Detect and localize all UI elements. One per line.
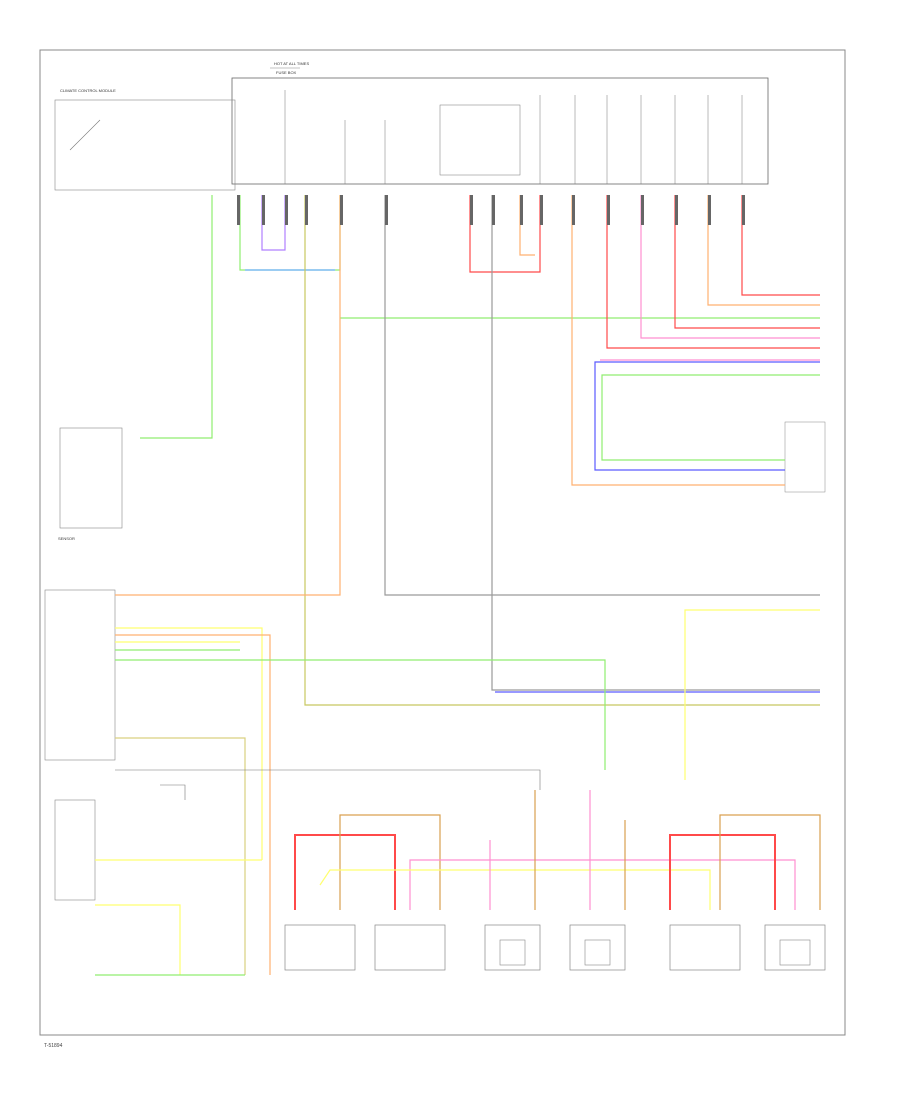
wire-tan-m2 — [719, 814, 821, 910]
wire-green-1 — [140, 195, 213, 439]
wire-red-loop — [469, 195, 541, 273]
diagram-frame — [39, 49, 846, 1036]
wire-green-3 — [115, 659, 606, 770]
wire-yellow-bottom2 — [95, 904, 181, 975]
wire-red-m1 — [294, 834, 396, 910]
wire-yellow-right — [684, 609, 820, 780]
wire-red-right-3 — [674, 195, 820, 329]
sensor-block: SENSOR — [58, 427, 123, 541]
svg-text:CLIMATE CONTROL MODULE: CLIMATE CONTROL MODULE — [60, 88, 116, 93]
wire-red-m2 — [669, 834, 776, 910]
wire-red-right-2 — [707, 195, 820, 306]
wire-tan-1 — [115, 737, 246, 975]
hot-label: HOT AT ALL TIMES — [274, 61, 309, 66]
wire-red-right-1 — [741, 195, 820, 296]
wire-gray-1 — [384, 195, 820, 596]
fuse-box: HOT AT ALL TIMES FUSE BOX — [231, 61, 769, 185]
wire-red-right-5 — [606, 195, 820, 349]
wire-green-right — [601, 374, 820, 461]
footer-code: T-51894 — [44, 1043, 63, 1049]
wire-tan-m1 — [339, 814, 441, 910]
climate-control-module-bottom — [54, 799, 96, 901]
wire-orange-left — [115, 195, 341, 596]
wire-red-right-4 — [640, 195, 820, 339]
wire-violet-loop — [261, 195, 286, 251]
wire-green-down — [304, 195, 820, 706]
wire-orange-right — [571, 195, 785, 486]
wire-green-loop — [239, 195, 341, 271]
svg-text:SENSOR: SENSOR — [58, 536, 75, 541]
wire-pink-m1 — [409, 859, 796, 910]
fuse-box-label: FUSE BOX — [276, 70, 297, 75]
right-component — [784, 421, 826, 493]
wire-blue-right — [594, 361, 820, 471]
climate-control-module-top: CLIMATE CONTROL MODULE — [54, 88, 236, 191]
wire-yellow-1 — [115, 627, 263, 860]
bottom-components — [284, 924, 826, 971]
wire-yellow-m1 — [319, 869, 711, 910]
wire-orange-2 — [115, 634, 271, 975]
wire-gray-2 — [491, 195, 820, 691]
connector-block-left — [44, 589, 116, 761]
